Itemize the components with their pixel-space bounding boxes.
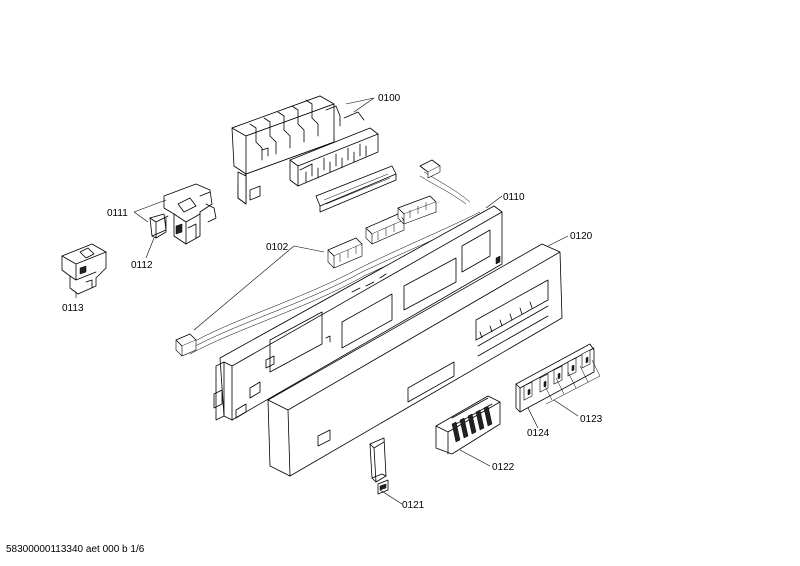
part-0100-control-module xyxy=(231,95,397,213)
label-0110: 0110 xyxy=(503,192,525,203)
document-reference: 58300000113340 aet 000 b 1/6 xyxy=(6,544,145,555)
part-0122-button-block xyxy=(435,395,501,455)
part-0110-inner-panel xyxy=(213,205,503,421)
label-0120: 0120 xyxy=(570,231,593,242)
part-0121-latch xyxy=(369,437,389,495)
label-0111: 0111 xyxy=(107,208,128,219)
part-0102-cable-harness xyxy=(175,159,489,357)
label-0102: 0102 xyxy=(266,242,289,253)
label-0124: 0124 xyxy=(527,428,550,439)
part-0124-switch-board xyxy=(515,343,595,413)
label-0123: 0123 xyxy=(580,414,603,425)
part-0113-bracket xyxy=(61,243,107,295)
part-0111-door-lock xyxy=(163,183,217,245)
label-0100: 0100 xyxy=(378,93,401,104)
part-labels: 0100 0102 0110 0111 0112 0113 0120 0121 … xyxy=(62,93,603,511)
part-0112-relay xyxy=(149,213,169,239)
label-0122: 0122 xyxy=(492,462,515,473)
label-0121: 0121 xyxy=(402,500,425,511)
part-0120-front-fascia xyxy=(267,243,563,477)
label-0113: 0113 xyxy=(62,303,84,314)
label-0112: 0112 xyxy=(131,260,153,271)
leader-lines xyxy=(75,97,579,505)
part-0123-key-caps xyxy=(543,359,601,405)
